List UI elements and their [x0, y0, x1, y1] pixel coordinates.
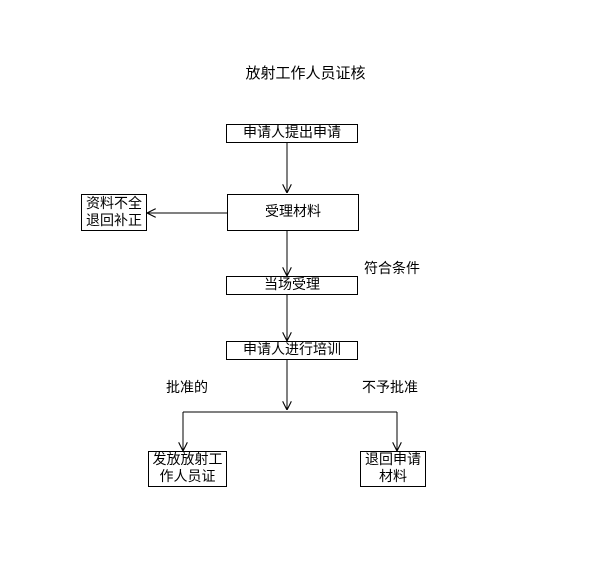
node-onsite-accept-text: 当场受理 [264, 277, 320, 293]
node-accept-material: 受理材料 [227, 194, 359, 231]
node-apply-text: 申请人提出申请 [243, 125, 341, 141]
edge-label-not-approved: 不予批准 [362, 380, 418, 396]
node-issue-certificate: 发放放射工 作人员证 [148, 451, 227, 487]
node-onsite-accept: 当场受理 [226, 276, 358, 295]
node-incomplete-line2: 退回补正 [86, 212, 142, 229]
node-accept-material-text: 受理材料 [265, 204, 321, 220]
node-return-line2: 材料 [379, 469, 407, 485]
diagram-title: 放射工作人员证核 [245, 64, 366, 82]
node-incomplete-line1: 资料不全 [86, 195, 142, 212]
node-incomplete-return: 资料不全 退回补正 [81, 194, 147, 231]
node-return-line1: 退回申请 [365, 452, 421, 468]
edge-label-meets-conditions: 符合条件 [364, 261, 420, 277]
edge-label-approved: 批准的 [166, 380, 208, 396]
node-issue-line2: 作人员证 [159, 469, 216, 485]
node-training: 申请人进行培训 [226, 341, 358, 360]
node-apply: 申请人提出申请 [226, 124, 358, 143]
node-return-application: 退回申请 材料 [360, 451, 426, 487]
node-issue-line1: 发放放射工 [152, 452, 223, 468]
node-training-text: 申请人进行培训 [243, 342, 341, 358]
